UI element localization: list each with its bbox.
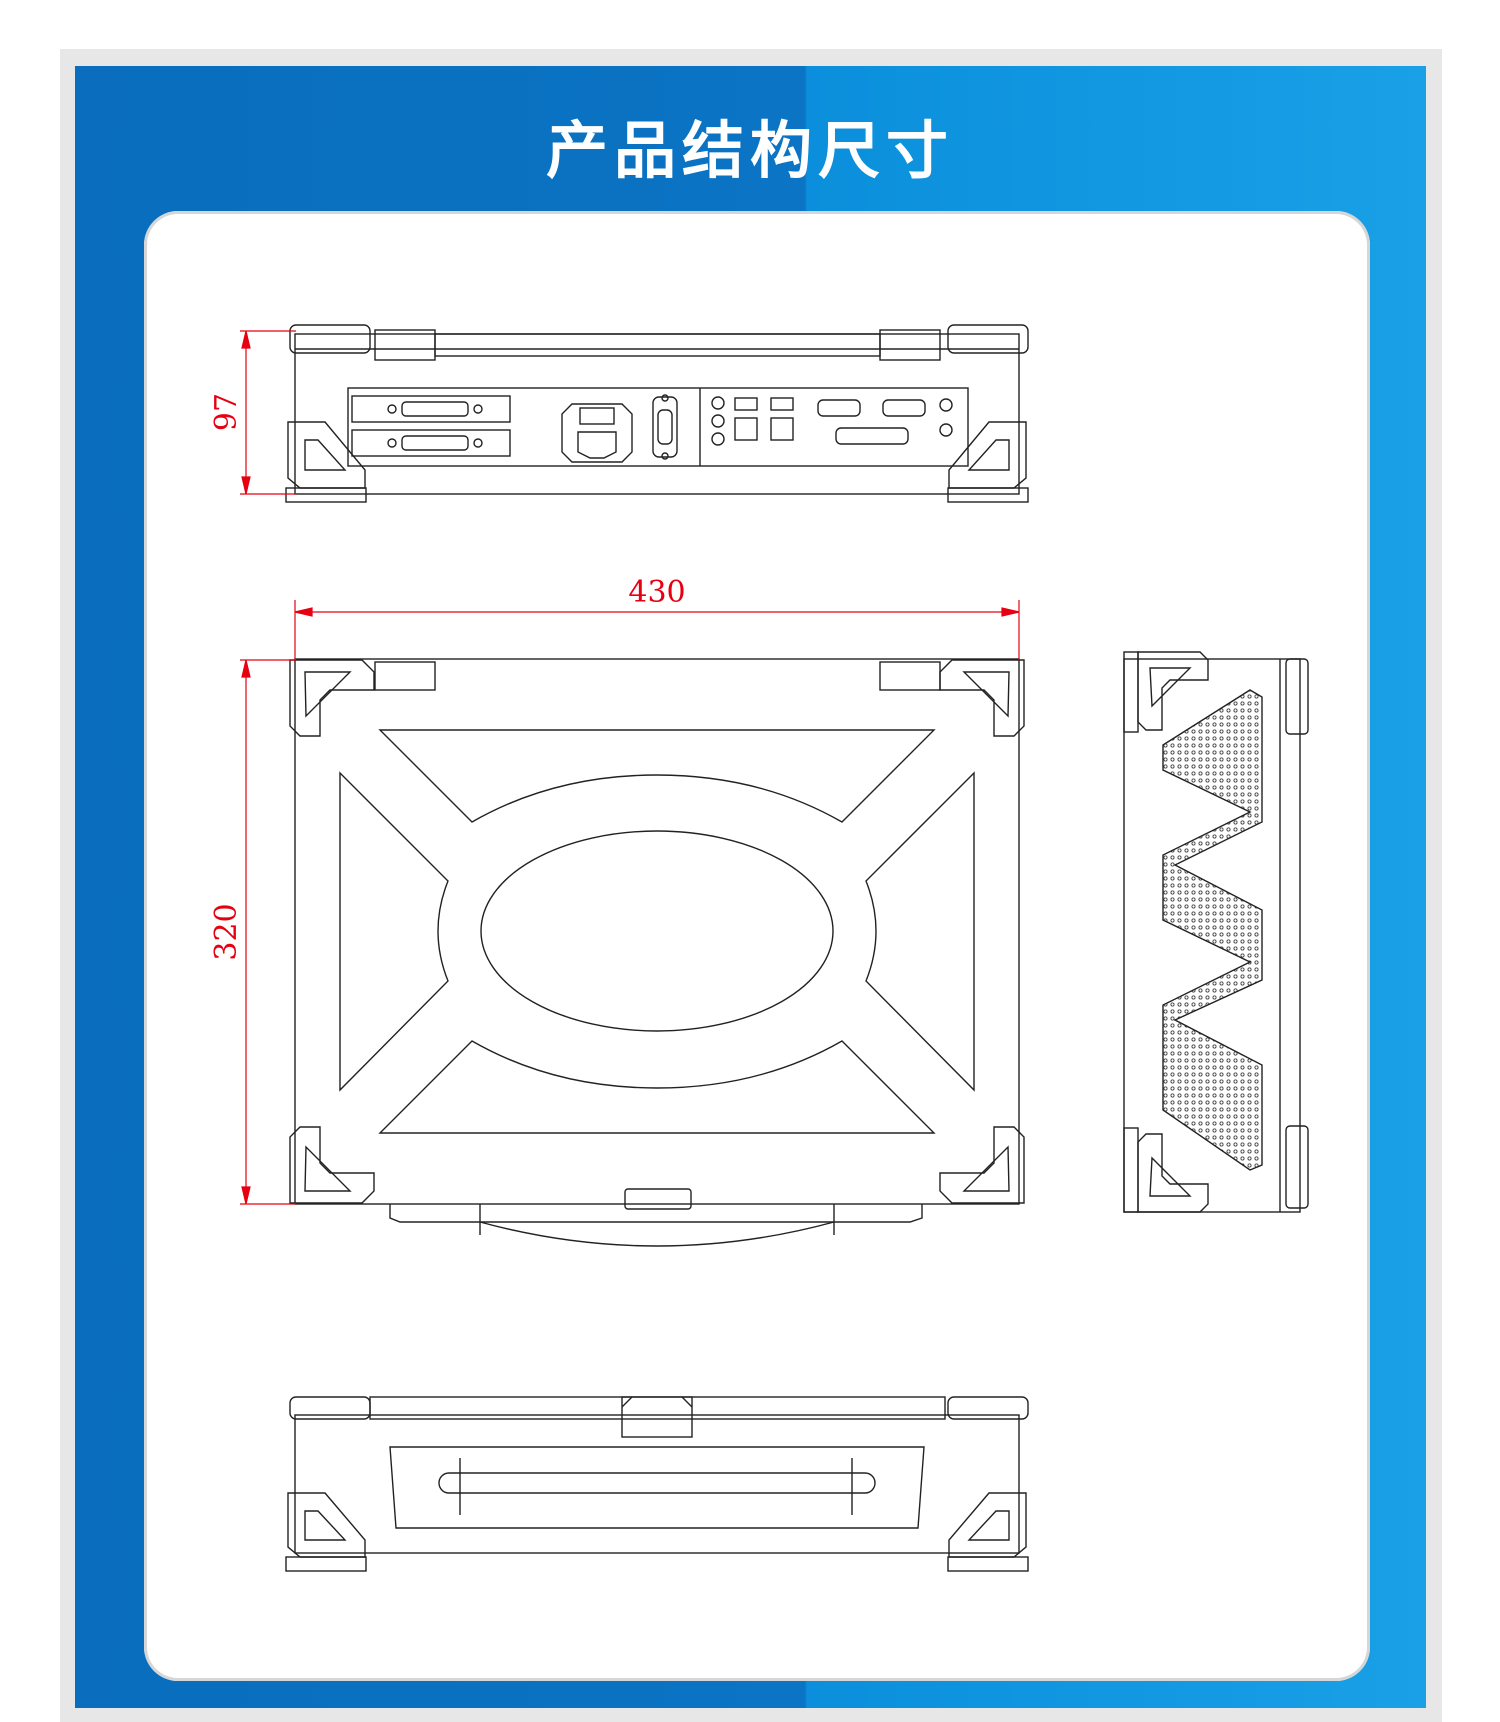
front-view	[285, 324, 1029, 503]
width-dimension-label: 430	[628, 575, 685, 610]
side-view	[1123, 651, 1309, 1213]
height-dimension-label: 97	[209, 393, 244, 431]
page-title: 产品结构尺寸	[545, 114, 954, 187]
depth-dimension-label: 320	[209, 903, 244, 960]
rear-view	[285, 1396, 1029, 1572]
top-view	[289, 658, 1025, 1247]
